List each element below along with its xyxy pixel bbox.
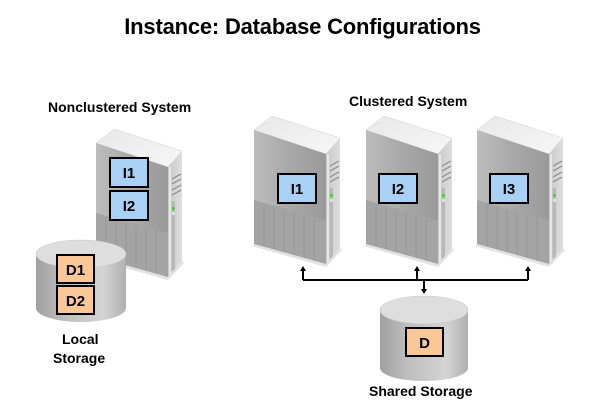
nonclustered-server: I1 I2 — [93, 128, 185, 281]
connector-arrowheads — [300, 266, 531, 294]
arrow-up-icon — [525, 266, 531, 271]
instance-label: I2 — [123, 198, 136, 215]
datafile-label: D — [419, 335, 430, 352]
disk-cylinder-icon — [379, 295, 469, 381]
arrow-down-icon — [421, 289, 427, 294]
instance-label: I1 — [291, 181, 304, 198]
arrow-up-icon — [414, 266, 420, 271]
instance-box: I3 — [489, 173, 529, 204]
datafile-box: D2 — [56, 285, 95, 315]
cluster-interconnect — [302, 270, 529, 290]
arrow-up-icon — [300, 266, 306, 271]
instance-label: I2 — [392, 181, 405, 198]
clustered-system-label: Clustered System — [349, 93, 468, 109]
shared-storage-label: Shared Storage — [369, 383, 473, 399]
instance-label: I3 — [503, 181, 516, 198]
shared-storage: D — [379, 295, 469, 381]
clustered-server: I3 — [474, 115, 566, 268]
clustered-server: I1 — [251, 115, 343, 268]
datafile-box: D — [405, 327, 444, 357]
datafile-label: D2 — [66, 293, 85, 310]
instance-box: I2 — [109, 190, 149, 221]
clustered-server: I2 — [363, 115, 455, 268]
page-title: Instance: Database Configurations — [124, 14, 481, 39]
local-storage: D1 D2 — [35, 239, 127, 322]
local-storage-label-line2: Storage — [53, 350, 106, 366]
datafile-box: D1 — [56, 254, 95, 284]
instance-box: I1 — [109, 157, 149, 188]
instance-label: I1 — [123, 165, 136, 182]
instance-box: I1 — [277, 173, 317, 204]
nonclustered-system-label: Nonclustered System — [48, 99, 192, 115]
datafile-label: D1 — [66, 262, 85, 279]
local-storage-label-line1: Local — [62, 331, 99, 347]
instance-box: I2 — [378, 173, 418, 204]
